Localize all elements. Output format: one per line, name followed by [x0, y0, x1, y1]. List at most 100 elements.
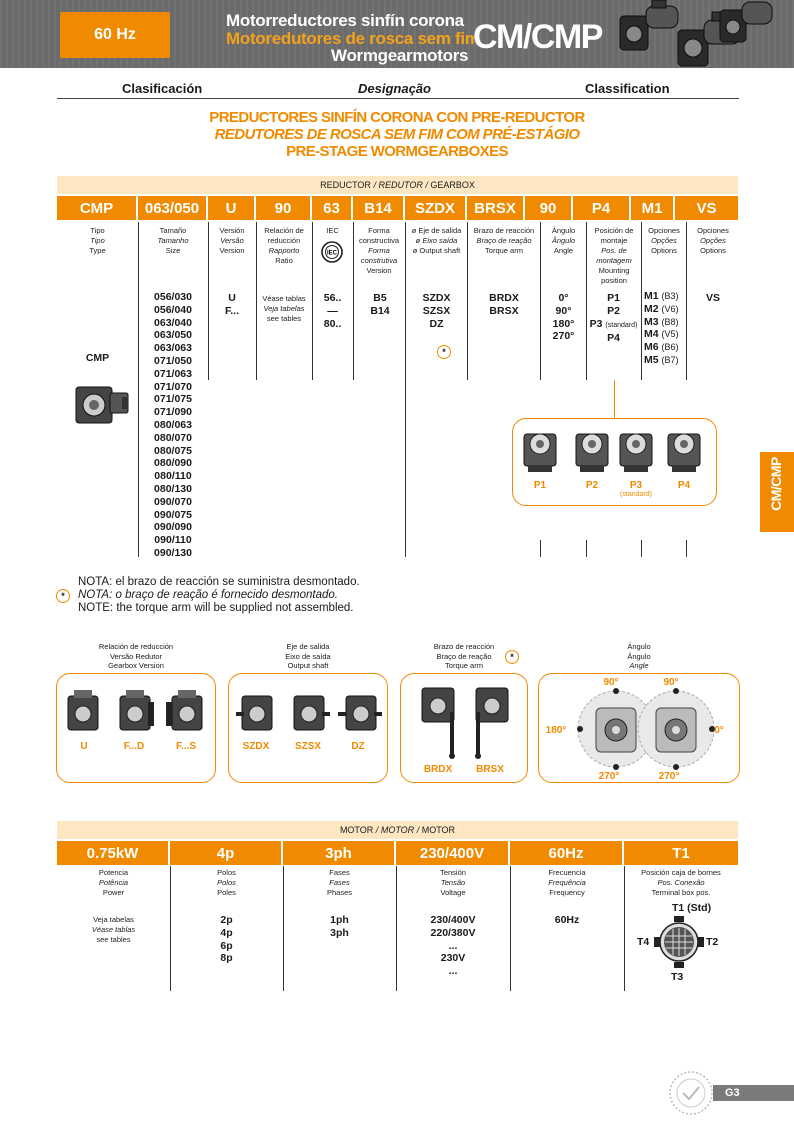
separator — [641, 222, 642, 380]
mounting-positions-illustration — [523, 433, 701, 472]
code-size: 063/050 — [138, 196, 208, 220]
code-angle: 90 — [525, 196, 573, 220]
position-p1-icon — [523, 433, 557, 472]
separator — [586, 540, 587, 557]
shaft-variants-illustration — [236, 695, 382, 731]
angle-illustration — [577, 688, 715, 770]
arm-star-marker: * — [505, 650, 519, 664]
ratio-variants-illustration — [67, 690, 203, 731]
gearmotor-header-illustration — [619, 0, 773, 67]
terminal-t2-label: T2 — [706, 936, 719, 948]
motor-code-power: 0.75kW — [57, 841, 170, 865]
mounting-positions-panel — [512, 418, 717, 506]
title-es: PREDUCTORES SINFÍN CORONA CON PRE-REDUCT… — [209, 109, 585, 126]
version-fs-label: F...S — [175, 741, 196, 752]
angle-0-label: 0° — [714, 725, 724, 736]
arm-brsx-label: BRSX — [476, 764, 504, 775]
code-iec: 63 — [312, 196, 353, 220]
arm-variants-illustration — [421, 687, 509, 759]
arm-panel — [400, 673, 528, 783]
angle-90-left-label: 90° — [603, 677, 619, 688]
separator — [624, 866, 625, 991]
title-pt: REDUTORES DE ROSCA SEM FIM COM PRÉ-ESTÁG… — [214, 126, 580, 143]
angle-180-label: 180° — [545, 725, 567, 736]
version-fd-icon — [119, 690, 154, 731]
pos-label-p1: P1 — [533, 480, 547, 491]
shaft-szsx-label: SZSX — [294, 741, 322, 752]
page-number: G3 — [713, 1085, 794, 1101]
separator — [208, 222, 209, 380]
gearmotor-icon-1 — [619, 0, 679, 51]
motor-code-terminal: T1 — [624, 841, 738, 865]
shaft-star-marker: * — [437, 345, 451, 359]
angle-90-right-label: 90° — [663, 677, 679, 688]
note-pt: NOTA: o braço de reação é fornecido desm… — [78, 589, 338, 601]
angle-panel — [538, 673, 740, 783]
terminal-box-icon — [654, 916, 704, 968]
mount-list: M1 (B3) M2 (V6) M3 (B8) M4 (V5) M6 (B6) … — [644, 290, 679, 366]
reducer-code-row: CMP 063/050 U 90 63 B14 SZDX BRSX 90 P4 … — [57, 196, 738, 220]
code-arm: BRSX — [467, 196, 525, 220]
separator — [283, 866, 284, 991]
angle-270-left-label: 270° — [598, 771, 620, 782]
code-type: CMP — [57, 196, 138, 220]
terminal-t1-label: T1 (Std) — [672, 902, 712, 914]
position-p3-icon — [619, 433, 653, 472]
motor-frequency-list: 60Hz — [554, 914, 580, 926]
pos-label-p2: P2 — [585, 480, 599, 491]
side-tab — [760, 452, 794, 532]
note-es: NOTA: el brazo de reacción se suministra… — [78, 576, 360, 588]
separator — [467, 222, 468, 380]
motor-code-poles: 4p — [170, 841, 283, 865]
classification-es: Clasificación — [122, 81, 203, 96]
iec-list: 56..—80.. — [323, 292, 342, 330]
code-ratio: 90 — [256, 196, 312, 220]
iec-logo-icon: IEC — [321, 241, 343, 263]
pos-label-p3: P3 — [629, 480, 643, 491]
separator — [396, 866, 397, 991]
position-p2-icon — [575, 433, 609, 472]
version-u-label: U — [80, 741, 88, 752]
version-u-icon — [67, 690, 99, 731]
header-model: CM/CMP — [473, 18, 603, 56]
frequency-badge: 60 Hz — [60, 12, 170, 58]
terminal-t4-label: T4 — [637, 936, 650, 948]
code-shaft: SZDX — [405, 196, 467, 220]
shaft-panel — [228, 673, 388, 783]
separator — [405, 222, 406, 557]
shaft-szdx-icon — [236, 695, 273, 731]
arm-brdx-icon — [421, 687, 455, 759]
note-star-marker: * — [56, 589, 70, 603]
cmp-gearbox-icon — [75, 386, 129, 424]
motor-code-voltage: 230/400V — [396, 841, 510, 865]
code-version: U — [208, 196, 256, 220]
svg-text:IEC: IEC — [327, 251, 338, 257]
side-tab-label: CM/CMP — [768, 457, 784, 511]
header-title-es: Motorreductores sinfín corona — [226, 11, 464, 30]
pos-label-p4: P4 — [677, 480, 691, 491]
classification-pt: Designação — [358, 81, 431, 96]
shaft-szdx-label: SZDX — [242, 741, 270, 752]
type-value: CMP — [85, 352, 110, 364]
motor-code-row: 0.75kW 4p 3ph 230/400V 60Hz T1 — [57, 841, 738, 865]
separator — [170, 866, 171, 991]
separator — [540, 540, 541, 557]
classification-en: Classification — [585, 81, 670, 96]
header-title-en: Wormgearmotors — [331, 46, 469, 65]
note-en: NOTE: the torque arm will be supplied no… — [78, 602, 354, 614]
motor-band: MOTOR / MOTOR / MOTOR — [57, 821, 738, 839]
